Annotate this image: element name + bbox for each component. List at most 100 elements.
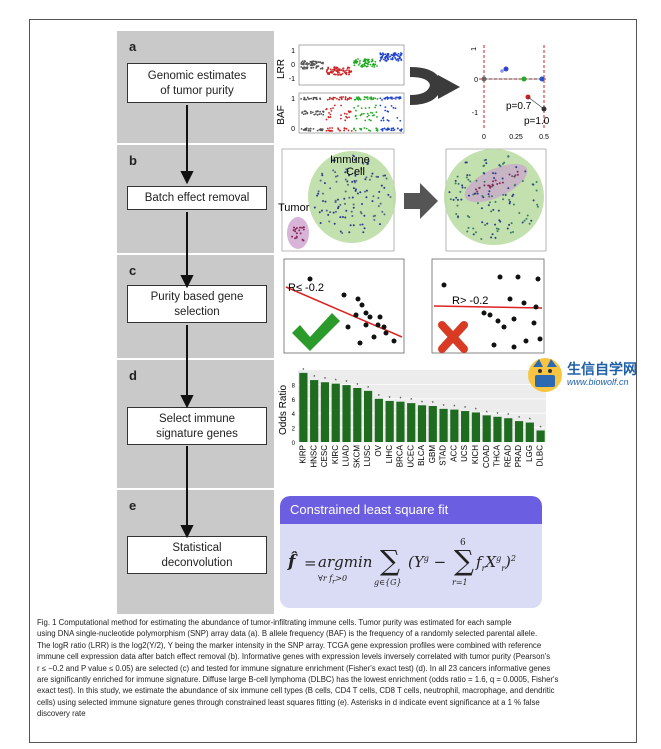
scatter-y-tick: 0 <box>474 77 478 84</box>
baf-point <box>347 129 350 132</box>
bar <box>514 421 524 442</box>
baf-point <box>329 107 332 110</box>
cell-point <box>381 210 384 213</box>
bar <box>310 380 319 442</box>
cell-point <box>457 182 460 185</box>
cell-point <box>360 212 363 215</box>
cell-point <box>352 203 355 206</box>
gene-point <box>497 274 503 280</box>
baf-point <box>312 98 315 101</box>
cell-point <box>351 196 354 199</box>
baf-point <box>325 129 328 132</box>
baf-point <box>307 129 310 132</box>
cell-point <box>380 184 383 187</box>
lrr-point <box>371 60 374 62</box>
lrr-point <box>397 52 400 55</box>
baf-point <box>398 97 401 100</box>
baf-point <box>392 129 395 132</box>
cell-point <box>359 191 362 194</box>
cell-point <box>512 203 515 206</box>
x-tick-label: STAD <box>439 445 448 466</box>
cell-point <box>371 200 374 203</box>
baf-point <box>394 97 397 100</box>
cell-point <box>365 196 368 199</box>
lrr-point <box>397 58 400 60</box>
batch-points-after <box>448 155 539 241</box>
bar <box>299 372 308 442</box>
lrr-point <box>371 65 373 68</box>
tumor-point <box>478 187 481 190</box>
cell-point <box>518 212 521 215</box>
cell-point <box>480 207 483 210</box>
lrr-point <box>367 63 369 66</box>
cell-point <box>486 222 489 225</box>
step-line: Select immune <box>158 413 236 425</box>
gene-point <box>353 312 359 318</box>
lrr-point <box>322 62 324 65</box>
panel-letter-d: d <box>129 368 137 383</box>
baf-point <box>376 128 379 131</box>
baf-point <box>383 127 386 130</box>
lrr-tick: 1 <box>291 48 295 55</box>
x-tick-label: KIRP <box>299 445 308 464</box>
baf-point <box>357 96 360 99</box>
baf-point <box>374 97 377 100</box>
baf-point <box>366 112 369 115</box>
wolf-icon <box>528 358 562 392</box>
cell-point <box>487 204 490 207</box>
baf-point <box>301 112 303 114</box>
cell-point <box>473 192 476 195</box>
x-tick-label: BLCA <box>417 444 426 466</box>
significance-mark: * <box>346 380 348 386</box>
baf-point <box>343 129 345 132</box>
cell-point <box>488 190 491 193</box>
lrr-point <box>386 56 389 58</box>
cell-point <box>460 198 463 201</box>
panel-c-plot-area: R≤ -0.2 R> -0.2 <box>274 255 550 358</box>
lrr-point <box>371 63 374 66</box>
cell-point <box>348 174 351 177</box>
lrr-point <box>319 67 322 70</box>
scatter-x-tick: 0.25 <box>509 134 523 141</box>
scatter-point <box>481 76 487 82</box>
cell-point <box>476 192 479 195</box>
baf-point <box>312 96 315 99</box>
cell-point <box>468 216 471 219</box>
cell-point <box>317 192 320 195</box>
cell-point <box>351 180 354 183</box>
cell-point <box>341 231 344 234</box>
cell-point <box>502 162 505 165</box>
cell-point <box>353 181 356 184</box>
significance-mark: * <box>529 418 531 424</box>
y-tick-label: 2 <box>292 427 296 433</box>
significance-mark: * <box>313 375 315 381</box>
cell-point <box>511 175 514 178</box>
lrr-point <box>309 60 312 63</box>
lrr-point <box>316 65 319 68</box>
cell-point <box>455 213 458 216</box>
baf-point <box>399 119 402 122</box>
cell-point <box>511 195 514 198</box>
cell-point <box>483 164 486 167</box>
baf-point <box>375 111 378 114</box>
baf-point <box>369 111 372 114</box>
gene-point <box>363 322 369 328</box>
lrr-point <box>328 71 331 74</box>
baf-point <box>334 96 336 99</box>
cell-point <box>510 222 513 225</box>
tumor-label: Tumor <box>278 202 310 214</box>
tumor-point <box>498 182 501 185</box>
cell-point <box>481 194 484 197</box>
baf-point <box>332 98 334 101</box>
cell-point <box>336 198 339 201</box>
caption-line: The logR ratio (LRR) is the log2(Y/2), Y… <box>37 640 542 650</box>
cell-point <box>356 192 359 195</box>
cell-point <box>352 224 355 227</box>
x-tick-label: PRAD <box>514 445 523 467</box>
bar <box>525 422 534 442</box>
baf-point <box>305 127 308 130</box>
baf-point <box>312 127 315 130</box>
lrr-point <box>333 68 336 71</box>
baf-point <box>319 110 322 113</box>
lrr-point <box>386 52 389 55</box>
